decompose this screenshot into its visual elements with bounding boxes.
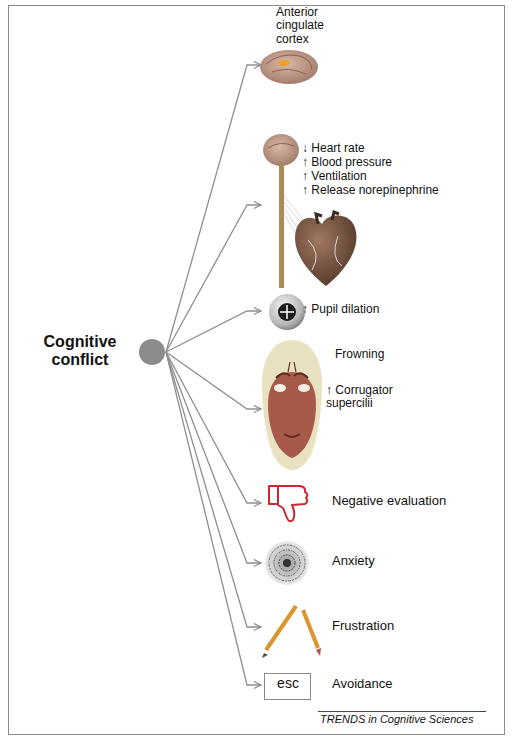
frustration-node: Frustration [262,596,462,658]
effect-label: Anxiety [332,554,457,569]
arrow-connector [166,352,261,563]
arrow-connector [166,311,261,352]
effect-label: ↑ Release norepinephrine [302,184,498,197]
arrow-connector [166,65,261,352]
effect-label: ↑ Blood pressure [302,156,498,169]
arrow-connector [166,352,261,503]
effect-label: ↑ Pupil dilation [302,303,428,316]
frame [9,6,505,735]
caption-rule [318,711,486,712]
effect-label: Avoidance [332,677,472,692]
arrow-connector [166,352,261,685]
effect-label: Negative evaluation [332,494,497,509]
effect-label: Frowning [335,348,445,361]
thumbs-down-icon [269,486,307,521]
eye-node: ↑ Pupil dilation [262,290,432,334]
brain-node: Anterior cingulate cortex [262,6,372,88]
source-caption: TRENDS in Cognitive Sciences [320,713,490,725]
arrow-connector [166,352,261,627]
effect-label: ↑ Ventilation [302,170,498,183]
anxiety-node: Anxiety [262,540,462,586]
avoidance-node: esc Avoidance [262,666,482,706]
anxiety-icon [265,541,309,585]
effect-label: Frustration [332,619,457,634]
face-node: Frowning ↑ Corrugator supercilii [262,336,502,474]
face-icon [262,340,322,470]
origin-node: Cognitive conflict [26,330,166,374]
origin-dot [139,339,165,365]
brain-icon [260,50,318,84]
node-title: Cognitive conflict [28,333,132,369]
evaluation-node: Negative evaluation [262,480,502,526]
key-label: esc [264,676,312,692]
effect-label: Anterior cingulate cortex [276,6,360,46]
autonomic-node: ↓ Heart rate↑ Blood pressure↑ Ventilatio… [262,128,502,290]
effect-label: ↑ Corrugator supercilii [326,384,418,411]
eye-icon [269,294,305,330]
effect-label: ↓ Heart rate [302,142,498,155]
pencil-icon [262,606,321,658]
arrow-connector [166,205,261,352]
